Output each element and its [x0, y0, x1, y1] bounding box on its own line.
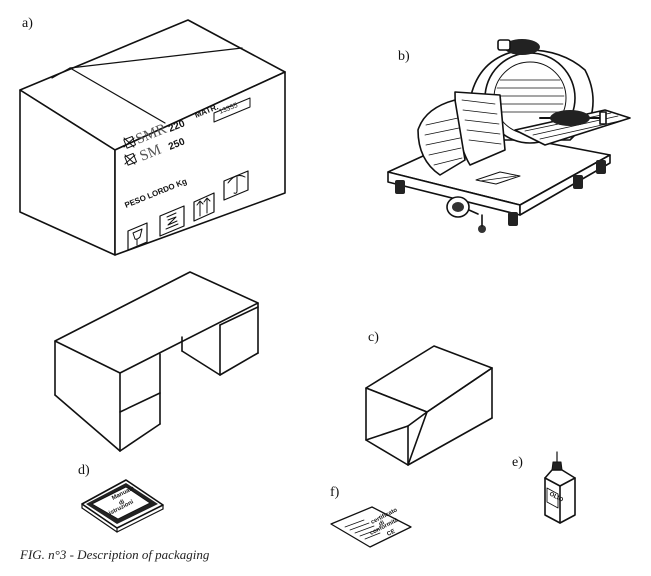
small-box — [365, 345, 493, 466]
model2-name: SM — [138, 142, 164, 165]
certificate-document — [330, 506, 412, 548]
cardboard-box — [19, 19, 286, 256]
cert-line2: di — [378, 520, 386, 528]
label-e: e) — [512, 455, 523, 470]
figure-caption: FIG. n°3 - Description of packaging — [20, 547, 210, 562]
manual-line2: di — [118, 499, 126, 507]
label-c: c) — [368, 330, 379, 345]
label-a: a) — [22, 16, 33, 31]
this-way-up-icon — [193, 192, 215, 222]
label-f: f) — [330, 485, 340, 500]
label-b: b) — [398, 49, 410, 64]
keep-dry-icon — [159, 205, 185, 237]
fragile-glass-icon — [127, 222, 148, 251]
umbrella-icon — [223, 170, 249, 201]
meat-slicer-machine — [387, 39, 631, 233]
label-d: d) — [78, 463, 90, 478]
oil-bottle — [544, 451, 576, 524]
instruction-manual — [81, 479, 164, 533]
cardboard-sleeve — [54, 271, 259, 452]
cert-line4: CE — [386, 529, 396, 538]
